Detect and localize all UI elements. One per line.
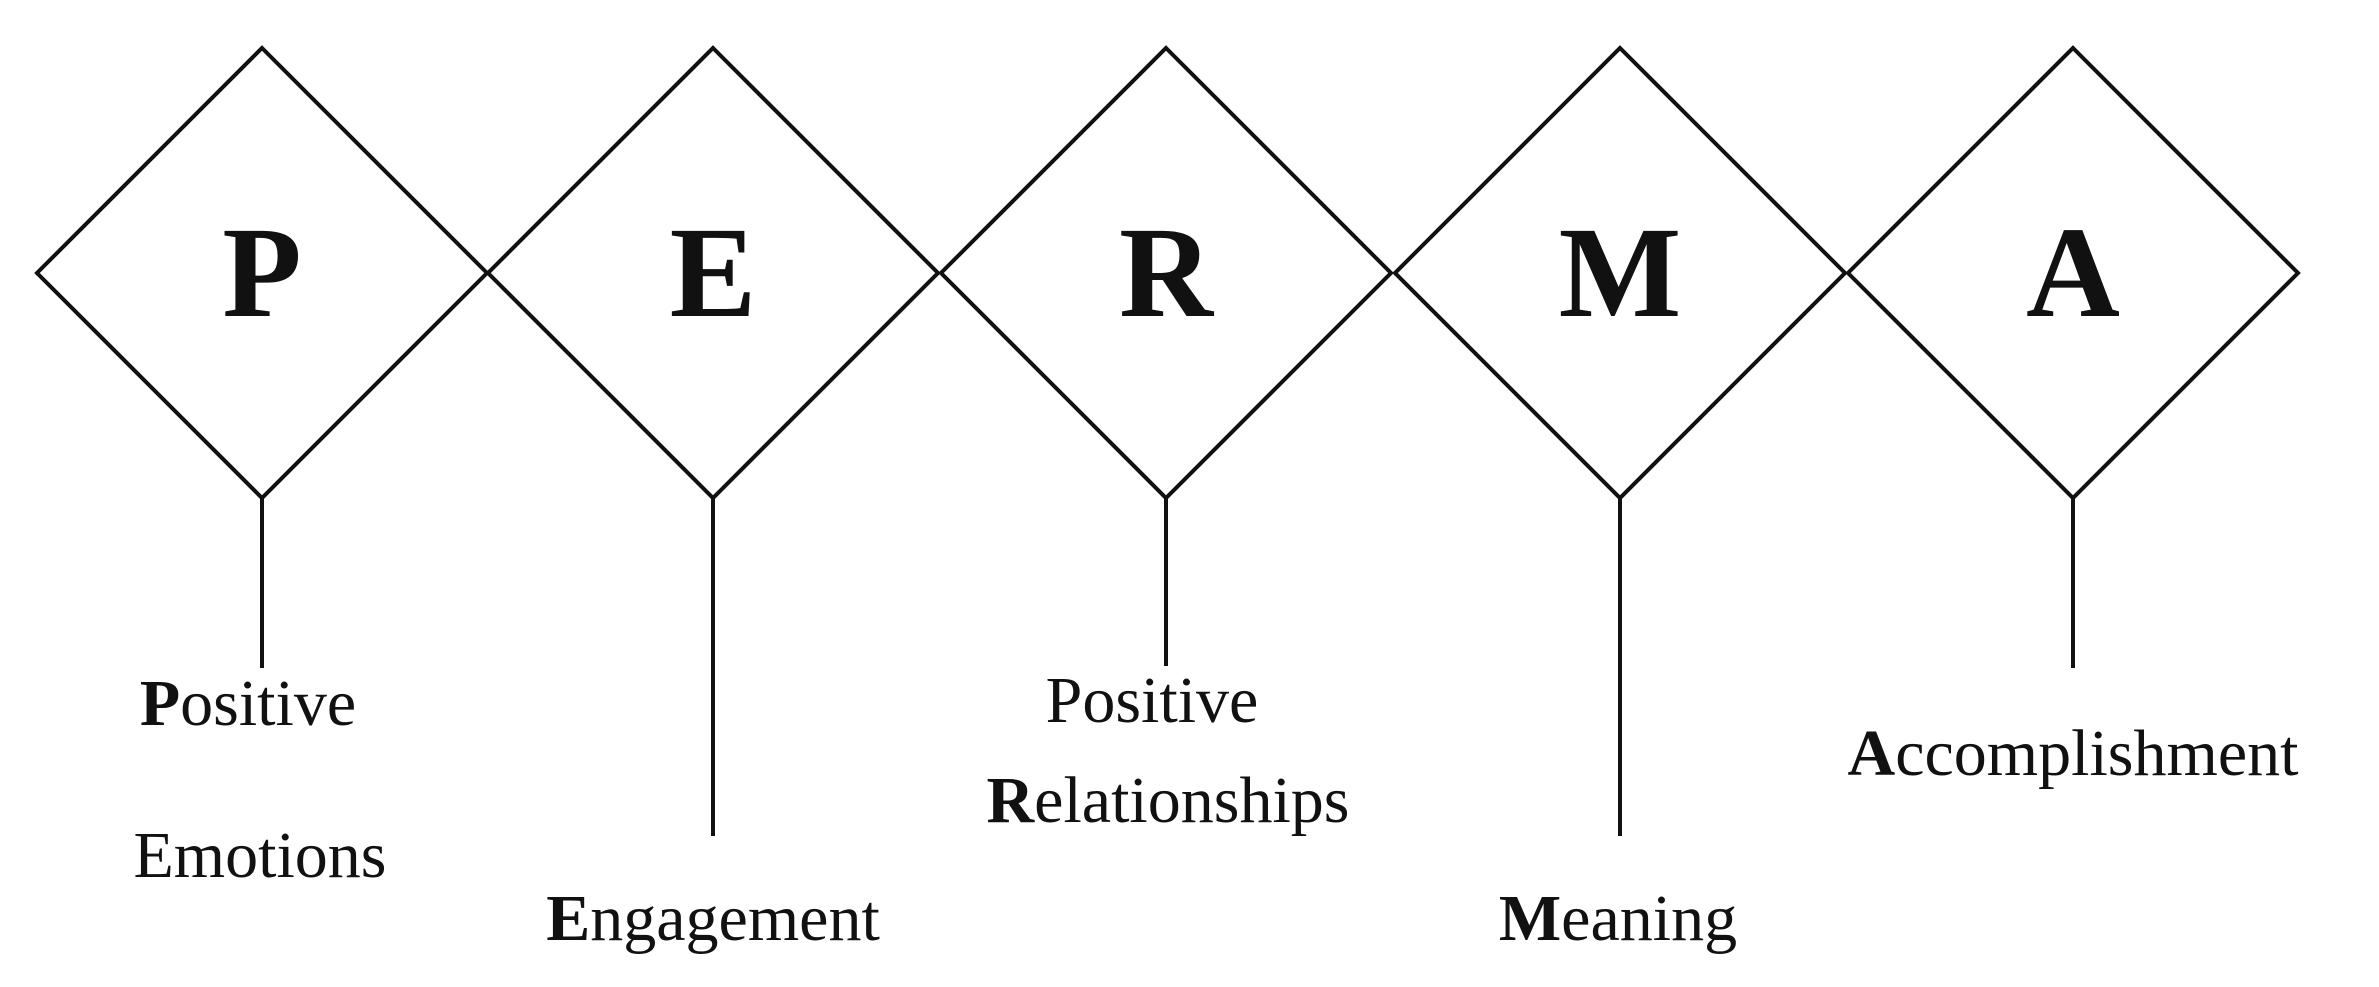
letter-p: P	[222, 201, 301, 345]
label-a-line-1: Accomplishment	[1848, 717, 2299, 790]
label-e-line-1: Engagement	[546, 882, 880, 955]
pillar-e: E Engagement	[485, 45, 941, 955]
label-r-line-2: Relationships	[987, 764, 1350, 837]
pillar-m: M Meaning	[1392, 45, 1848, 955]
pillar-r: R Positive Relationships	[938, 45, 1394, 837]
label-m-line-1: Meaning	[1499, 882, 1737, 955]
letter-a: A	[2026, 201, 2120, 345]
pillar-p: P Positive Emotions	[34, 45, 490, 892]
letter-e: E	[670, 201, 757, 345]
letter-m: M	[1559, 201, 1682, 345]
pillar-a: A Accomplishment	[1845, 45, 2301, 790]
label-r-line-1: Positive	[1046, 664, 1259, 737]
label-p-line-1: Positive	[140, 667, 356, 740]
label-p-line-2: Emotions	[133, 819, 386, 892]
letter-r: R	[1119, 201, 1215, 345]
